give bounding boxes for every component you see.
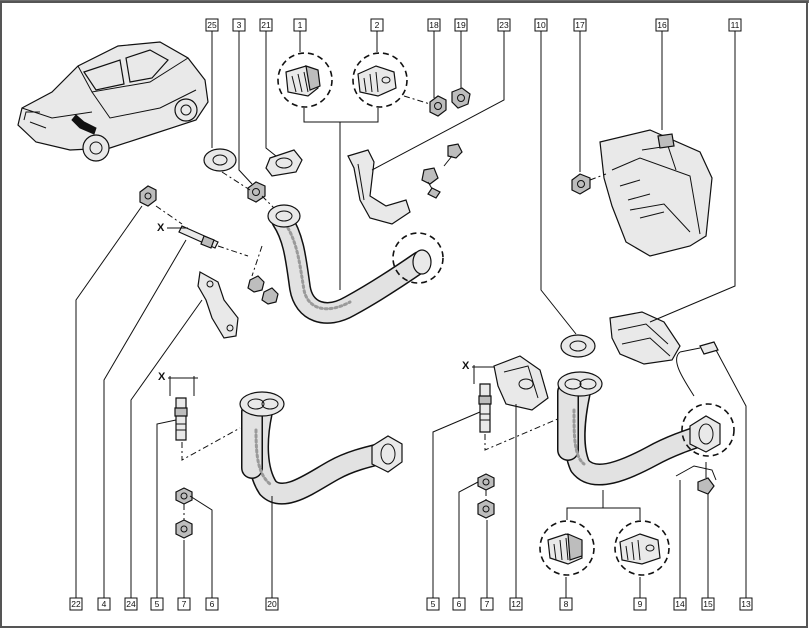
bottom-part-label-box	[97, 597, 111, 611]
bottom-part-label: 14	[675, 599, 685, 609]
bottom-part-label: 8	[564, 599, 569, 609]
bottom-part-label-box	[452, 597, 466, 611]
bottom-part-label-box	[509, 597, 523, 611]
part-21-gasket	[265, 149, 303, 177]
bottom-part-label: 12	[511, 599, 521, 609]
bottom-part-label: 9	[638, 599, 643, 609]
part-11-heat-shield	[609, 311, 681, 365]
leader-lines	[75, 31, 747, 598]
bottom-part-label: 5	[155, 599, 160, 609]
part-3-nut	[247, 181, 266, 203]
part-13-sensor	[676, 341, 719, 397]
part-10-gasket	[560, 334, 596, 358]
part-15-bolt	[697, 462, 715, 495]
x-marker-upper: X	[157, 222, 165, 234]
flange-nuts	[247, 275, 279, 305]
bottom-part-label-box	[559, 597, 573, 611]
top-part-label: 11	[731, 20, 740, 30]
bottom-part-label: 24	[126, 599, 136, 609]
part-14-clamp	[675, 465, 717, 481]
part-7-nut-right	[477, 499, 495, 519]
bottom-part-label-box	[205, 597, 219, 611]
detail-1-bolt	[277, 52, 333, 108]
top-part-label: 16	[657, 20, 667, 30]
bottom-part-label: 6	[210, 599, 215, 609]
part-4-stud	[178, 225, 219, 249]
top-part-label-box	[259, 18, 273, 32]
part-labels-bottom: 22 4 24 5 7 6 20 5 6 7 12 8 9 14 15 13	[69, 597, 753, 611]
bottom-part-label-box	[426, 597, 440, 611]
top-part-label-box	[655, 18, 669, 32]
part-23-bolts	[421, 143, 463, 199]
top-part-label-box	[293, 18, 307, 32]
detail-2-bolt	[352, 52, 408, 108]
bottom-part-label: 5	[431, 599, 436, 609]
bottom-part-label: 7	[485, 599, 490, 609]
bottom-part-label-box	[69, 597, 83, 611]
top-part-label-box	[534, 18, 548, 32]
top-part-label: 3	[237, 20, 242, 30]
top-part-label: 17	[575, 20, 585, 30]
bottom-part-label: 20	[267, 599, 277, 609]
part-6-nut-right	[477, 473, 495, 491]
part-25-gasket	[203, 148, 237, 172]
bottom-part-label-box	[673, 597, 687, 611]
part-18-nut	[429, 95, 447, 117]
x-marker-lower-left: X	[158, 371, 166, 383]
part-22-nut	[139, 185, 157, 207]
bottom-part-label: 22	[71, 599, 81, 609]
part-24-bracket	[197, 271, 239, 339]
detail-9-bolt	[614, 520, 670, 576]
part-labels-top: 25 3 21 1 2 18 19 23 10 17 16 11	[205, 18, 742, 32]
part-16-heat-shield	[599, 129, 713, 257]
bottom-part-label-box	[701, 597, 715, 611]
top-part-label: 18	[429, 20, 439, 30]
top-part-label-box	[728, 18, 742, 32]
top-part-label-box	[427, 18, 441, 32]
bottom-part-label-box	[633, 597, 647, 611]
bottom-part-label-box	[480, 597, 494, 611]
bottom-part-label-box	[739, 597, 753, 611]
top-part-label: 10	[536, 20, 546, 30]
part-23-bracket	[347, 149, 411, 225]
part-7-nut-left	[175, 519, 193, 539]
bottom-part-label: 6	[457, 599, 462, 609]
part-6-nut-left	[175, 487, 193, 505]
part-20-front-pipe	[239, 391, 403, 505]
top-part-label-box	[205, 18, 219, 32]
top-part-label: 19	[456, 20, 466, 30]
top-part-label: 25	[207, 20, 217, 30]
top-part-label: 2	[375, 20, 380, 30]
upper-front-pipe	[267, 204, 432, 324]
part-5-stud-right	[478, 383, 492, 433]
part-19-nut	[451, 87, 471, 109]
part-17-nut	[571, 173, 591, 195]
bottom-part-label: 15	[703, 599, 713, 609]
part-5-stud-left	[174, 397, 188, 441]
bottom-part-label: 13	[741, 599, 751, 609]
bottom-part-label-box	[124, 597, 138, 611]
lower-right-front-pipe	[557, 371, 721, 486]
bottom-part-label: 4	[102, 599, 107, 609]
top-part-label-box	[232, 18, 246, 32]
top-part-label-box	[454, 18, 468, 32]
car-illustration	[17, 41, 209, 162]
part-12-bracket	[493, 355, 549, 411]
x-marker-lower-right: X	[462, 360, 470, 372]
top-part-label: 1	[298, 20, 303, 30]
top-part-label: 23	[499, 20, 509, 30]
bottom-part-label-box	[150, 597, 164, 611]
top-part-label-box	[497, 18, 511, 32]
bottom-part-label: 7	[182, 599, 187, 609]
top-part-label-box	[573, 18, 587, 32]
top-part-label: 21	[261, 20, 271, 30]
detail-8-bolt	[539, 520, 595, 576]
top-part-label-box	[370, 18, 384, 32]
bottom-part-label-box	[177, 597, 191, 611]
bottom-part-label-box	[265, 597, 279, 611]
